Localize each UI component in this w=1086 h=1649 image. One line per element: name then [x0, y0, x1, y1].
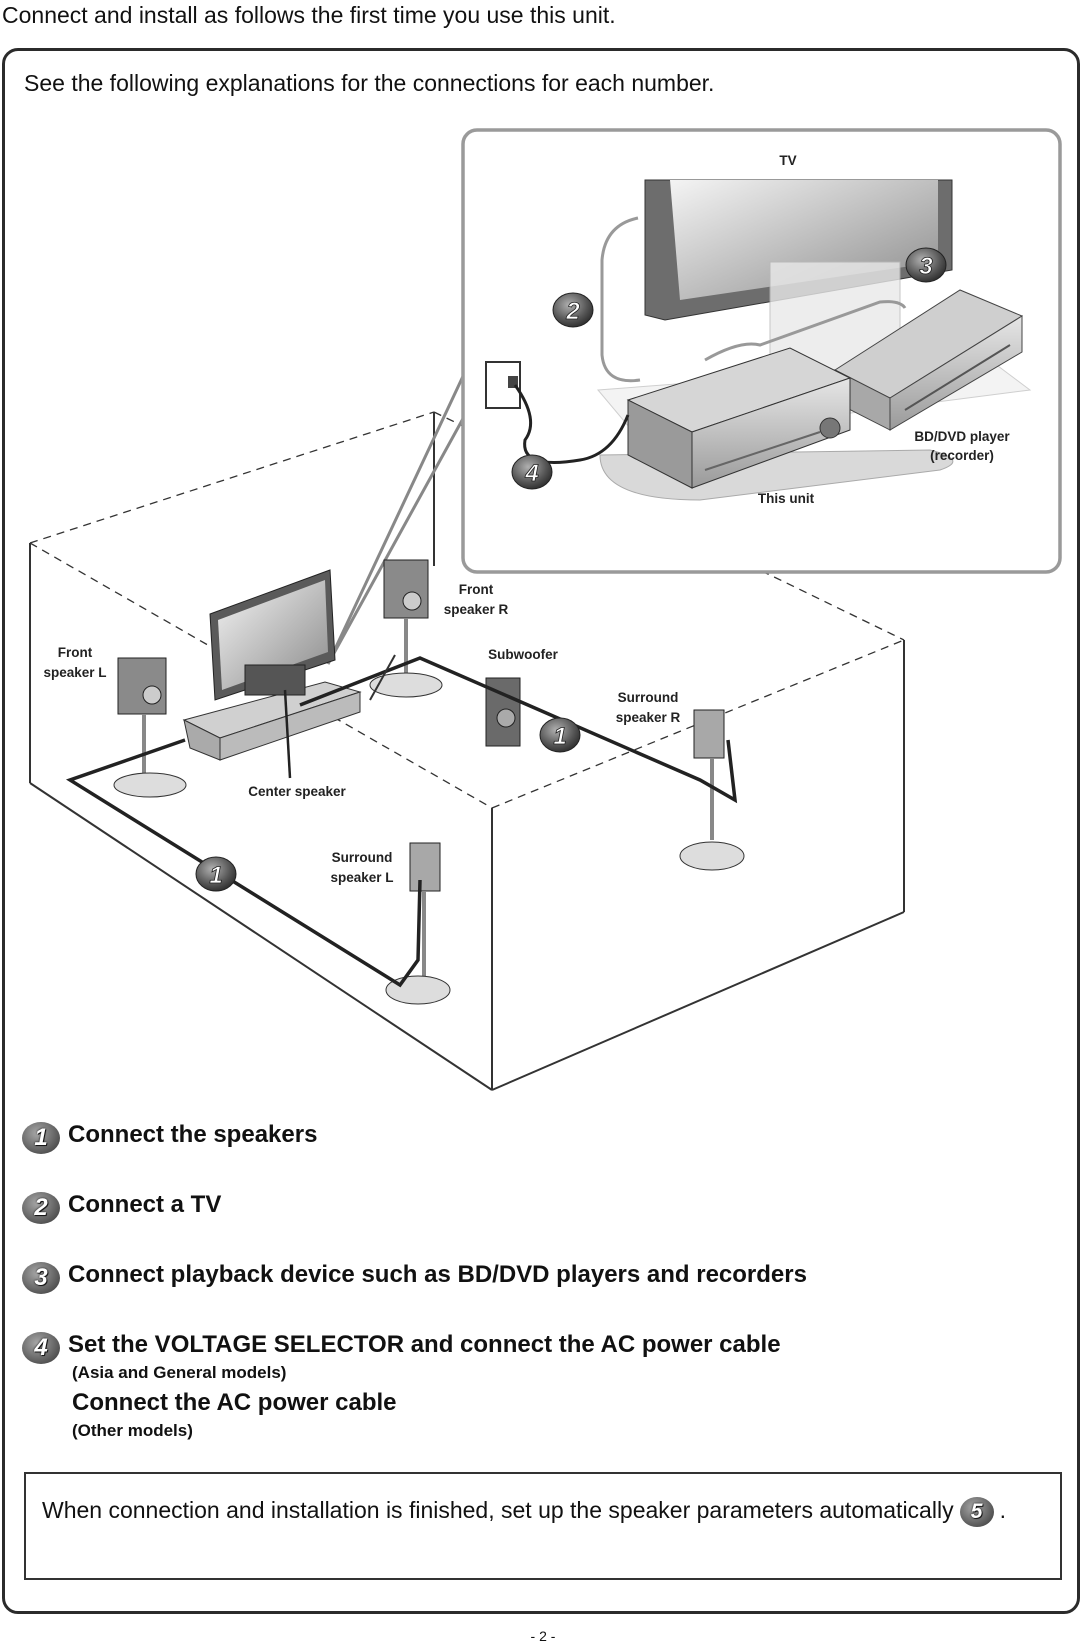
svg-text:2: 2	[565, 298, 580, 325]
center-pointer	[283, 689, 292, 779]
svg-text:1: 1	[209, 862, 222, 889]
label-surround-r-2: speaker R	[616, 710, 681, 725]
svg-text:3: 3	[919, 253, 933, 280]
content-frame	[2, 48, 1080, 1614]
label-center-speaker: Center speaker	[248, 784, 346, 799]
step-4-title-2: Connect the AC power cable	[72, 1389, 397, 1416]
cable-front-r	[369, 654, 396, 701]
step-title: Set the VOLTAGE SELECTOR and connect the…	[68, 1331, 781, 1358]
step-badge: 2	[22, 1192, 60, 1224]
finish-text-end: .	[999, 1497, 1006, 1523]
step-4-note-2: (Other models)	[72, 1421, 193, 1440]
room-surround-speaker-r	[679, 709, 745, 871]
callout-line-bottom	[326, 414, 467, 665]
illus-badge-1-left: 1	[195, 856, 237, 892]
step-title: Connect a TV	[68, 1191, 222, 1218]
sub-intro-text: See the following explanations for the c…	[24, 70, 715, 96]
label-surround-l-1: Surround	[332, 850, 393, 865]
label-tv: TV	[779, 153, 796, 168]
cable-surround-l	[65, 738, 422, 988]
label-bd-dvd-1: BD/DVD player	[914, 429, 1010, 444]
room-front-speaker-l	[113, 657, 187, 798]
inset-plug	[508, 376, 518, 388]
label-this-unit: This unit	[758, 491, 815, 506]
room-tv-stand	[182, 681, 362, 761]
callout-line-top	[326, 371, 467, 665]
illus-badge-1-right: 1	[539, 717, 581, 753]
step-2: 2 Connect a TV	[22, 1190, 221, 1224]
label-surround-l-2: speaker L	[330, 870, 393, 885]
inset-hdmi-cable-bd	[704, 300, 907, 362]
inset-bd-player	[833, 289, 1024, 431]
step-4-note: (Asia and General models)	[72, 1363, 287, 1382]
finish-note-box: When connection and installation is fini…	[24, 1472, 1062, 1580]
room-tv	[209, 569, 336, 701]
label-front-r-1: Front	[459, 582, 494, 597]
illus-badge-3: 3	[905, 247, 947, 283]
connection-illustration: TV BD/DVD player (recorder) This unit Fr…	[29, 128, 1062, 1091]
page-number: - 2 -	[530, 1628, 556, 1644]
step-4: 4 Set the VOLTAGE SELECTOR and connect t…	[22, 1330, 781, 1364]
label-front-r-2: speaker R	[444, 602, 509, 617]
step-badge: 1	[22, 1122, 60, 1154]
svg-text:1: 1	[553, 723, 566, 750]
room-surround-speaker-l	[385, 842, 451, 1005]
step-1: 1 Connect the speakers	[22, 1120, 317, 1154]
finish-badge[interactable]: 5	[959, 1496, 994, 1527]
svg-text:4: 4	[524, 460, 538, 487]
inset-receiver	[626, 347, 852, 489]
cable-surround-r	[299, 656, 738, 804]
step-badge: 4	[22, 1332, 60, 1364]
step-3: 3 Connect playback device such as BD/DVD…	[22, 1260, 807, 1294]
label-front-l-1: Front	[58, 645, 93, 660]
step-title: Connect playback device such as BD/DVD p…	[68, 1261, 807, 1288]
room-center-speaker	[244, 664, 306, 696]
label-front-l-2: speaker L	[43, 665, 106, 680]
illus-badge-4: 4	[511, 454, 553, 490]
label-surround-r-1: Surround	[618, 690, 679, 705]
intro-text: Connect and install as follows the first…	[2, 2, 616, 28]
step-title: Connect the speakers	[68, 1121, 318, 1148]
room-front-speaker-r	[369, 559, 443, 698]
illus-badge-2: 2	[552, 292, 594, 328]
room-outline	[29, 411, 905, 1091]
label-subwoofer: Subwoofer	[488, 647, 558, 662]
step-badge: 3	[22, 1262, 60, 1294]
label-bd-dvd-2: (recorder)	[930, 448, 994, 463]
finish-text: When connection and installation is fini…	[42, 1497, 954, 1523]
inset-hdmi-cable-tv	[600, 216, 641, 383]
